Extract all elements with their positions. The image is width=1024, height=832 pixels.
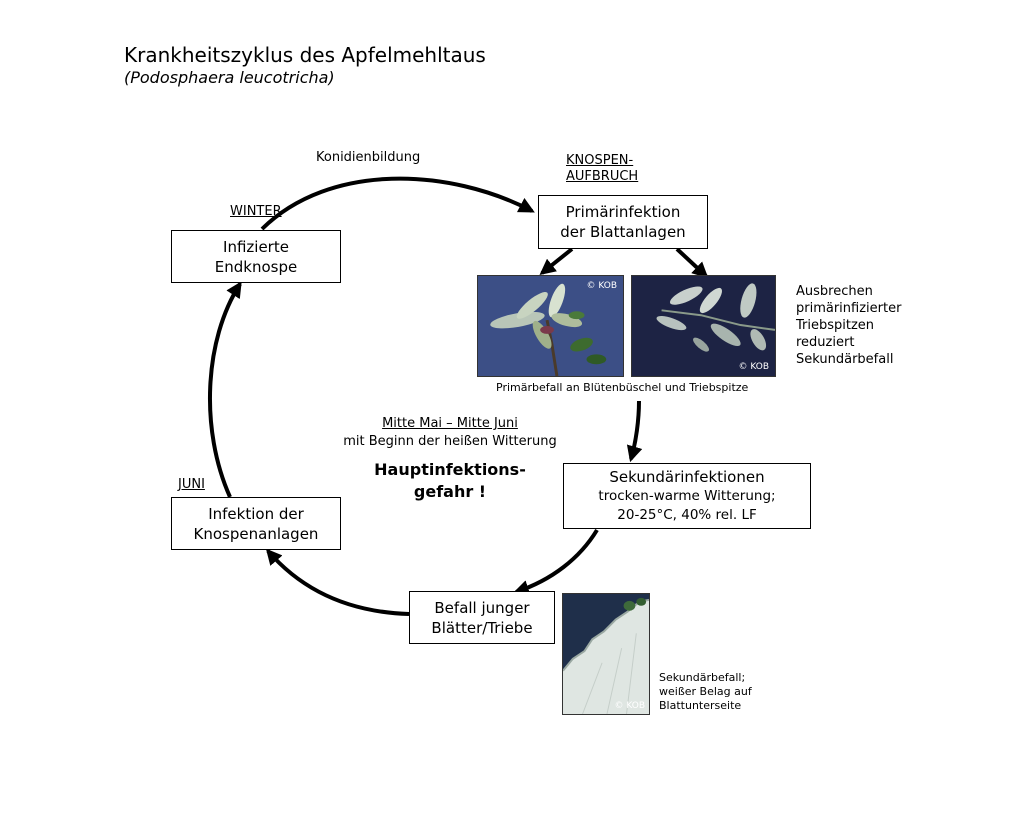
diagram-subtitle: (Podosphaera leucotricha)	[124, 68, 335, 87]
note-ausbrechen-line5: Sekundärbefall	[796, 352, 894, 367]
box-knospenanlagen-line2: Knospenanlagen	[193, 524, 319, 543]
photo-bluetenbueschel: © KOB	[477, 275, 624, 377]
arrow-to-befall	[512, 528, 599, 596]
photo-caption: Primärbefall an Blütenbüschel und Triebs…	[496, 381, 749, 394]
photo-triebspitze: © KOB	[631, 275, 776, 377]
note-sekundaerbefall-line2: weißer Belag auf	[659, 685, 752, 698]
note-ausbrechen-line4: reduziert	[796, 335, 855, 350]
warning-line2: gefahr !	[413, 482, 487, 501]
box-befall-line1: Befall junger	[434, 598, 530, 617]
label-knospen: KNOSPEN-	[566, 153, 634, 168]
label-konidienbildung: Konidienbildung	[316, 150, 421, 165]
note-period-line1: Mitte Mai – Mitte Juni	[382, 416, 518, 431]
note-sekundaerbefall-line3: Blattunterseite	[659, 699, 742, 712]
photo-copyright-2: © KOB	[738, 362, 769, 372]
box-primaerinfektion: Primärinfektion der Blattanlagen	[538, 195, 708, 249]
warning-line1: Hauptinfektions-	[374, 460, 526, 479]
note-ausbrechen: Ausbrechen primärinfizierter Triebspitze…	[796, 283, 901, 368]
box-primaerinfektion-line2: der Blattanlagen	[560, 223, 686, 241]
box-befall-junger-blaetter: Befall junger Blätter/Triebe	[409, 591, 555, 644]
box-knospenanlagen: Infektion der Knospenanlagen	[171, 497, 341, 550]
box-sekundaer-line2: trocken-warme Witterung;	[598, 488, 776, 504]
photo-copyright-1: © KOB	[586, 281, 617, 291]
note-ausbrechen-line3: Triebspitzen	[796, 318, 875, 333]
arrow-to-knospenanlagen	[265, 548, 410, 616]
box-sekundaer-line3: 20-25°C, 40% rel. LF	[617, 507, 757, 523]
note-period-line2: mit Beginn der heißen Witterung	[343, 434, 557, 449]
note-ausbrechen-line2: primärinfizierter	[796, 301, 902, 316]
diagram-title: Krankheitszyklus des Apfelmehltaus	[124, 43, 486, 67]
note-sekundaerbefall-line1: Sekundärbefall;	[659, 671, 746, 684]
note-ausbrechen-line1: Ausbrechen	[796, 284, 873, 299]
photo-blattunterseite: © KOB	[562, 593, 650, 715]
note-sekundaerbefall: Sekundärbefall; weißer Belag auf Blattun…	[659, 671, 752, 713]
note-period: Mitte Mai – Mitte Juni mit Beginn der he…	[320, 415, 580, 451]
label-winter: WINTER	[230, 204, 282, 219]
label-juni: JUNI	[178, 477, 205, 492]
box-endknospe-line1: Infizierte	[223, 237, 289, 256]
arrow-to-photo-right	[675, 247, 709, 279]
box-sekundaer-line1: Sekundärinfektionen	[609, 468, 765, 486]
arrow-konidienbildung	[260, 176, 535, 231]
box-sekundaerinfektionen: Sekundärinfektionen trocken-warme Witter…	[563, 463, 811, 529]
arrow-to-photo-left	[539, 247, 574, 275]
label-aufbruch: AUFBRUCH	[566, 169, 639, 184]
box-infizierte-endknospe: Infizierte Endknospe	[171, 230, 341, 283]
warning-hauptinfektionsgefahr: Hauptinfektions- gefahr !	[340, 459, 560, 503]
arrow-to-endknospe	[207, 281, 242, 498]
photo-copyright-3: © KOB	[614, 701, 645, 711]
box-befall-line2: Blätter/Triebe	[431, 618, 533, 637]
box-endknospe-line2: Endknospe	[214, 257, 298, 276]
arrow-to-sekundaer	[626, 400, 643, 463]
box-knospenanlagen-line1: Infektion der	[208, 504, 304, 523]
box-primaerinfektion-line1: Primärinfektion	[565, 203, 681, 221]
